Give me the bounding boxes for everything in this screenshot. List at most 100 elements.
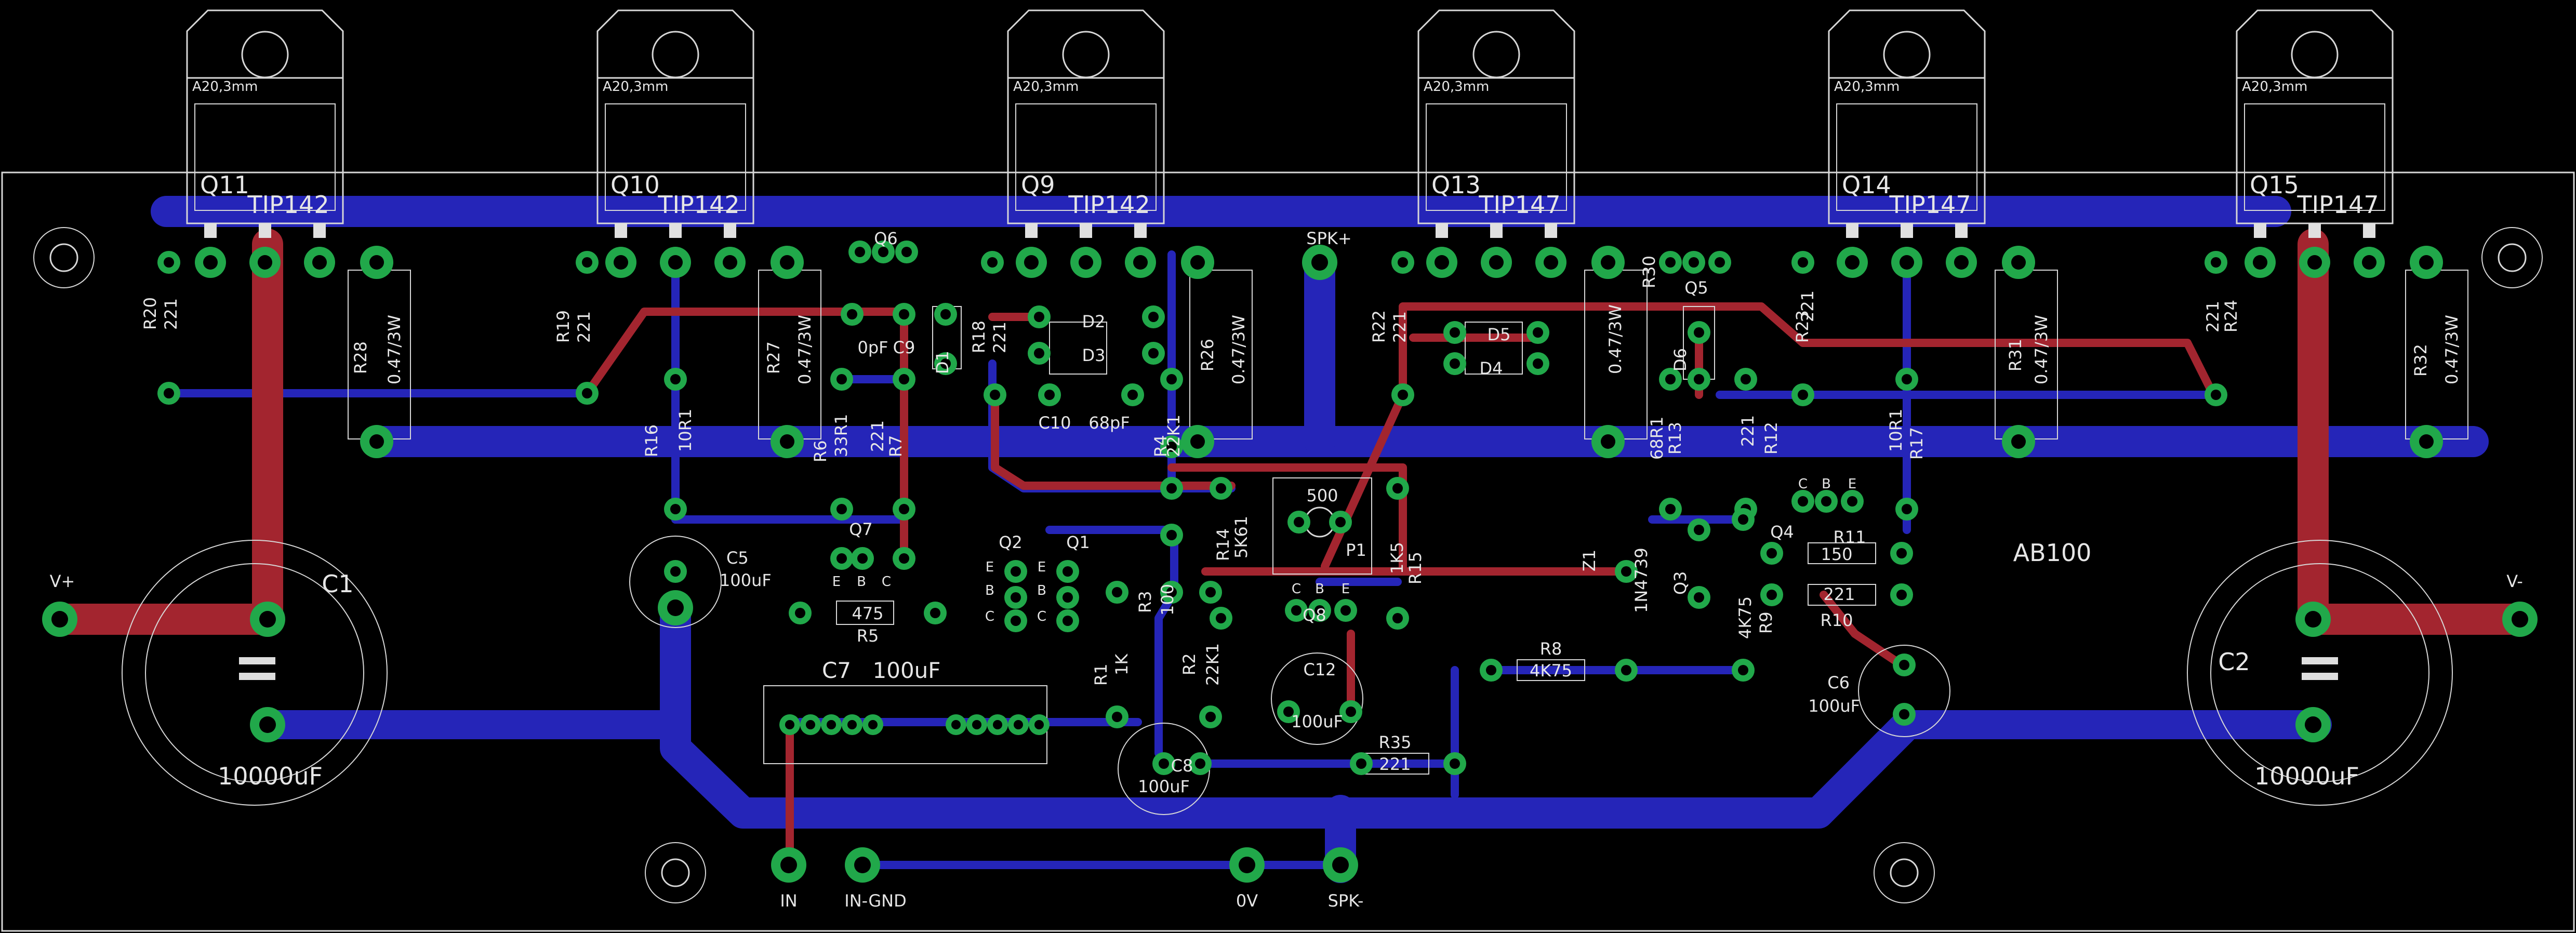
pad-small [830, 368, 853, 391]
q8-pin-b: B [1315, 581, 1324, 597]
pad-resistor [360, 425, 393, 458]
pad-transistor [2299, 247, 2330, 278]
pad-small [893, 303, 915, 326]
r26-ref: R26 [1198, 339, 1217, 371]
r32-value: 0.47/3W [2442, 315, 2462, 384]
pad-small [1004, 586, 1027, 609]
pad-small [1028, 342, 1051, 365]
pad-small [934, 352, 957, 375]
z1-value: 1N4739 [1631, 548, 1651, 613]
ref-label: Q11 [200, 171, 249, 199]
pad-small [157, 251, 180, 274]
q7-pin-e: E [832, 574, 841, 590]
pad-small [1106, 581, 1128, 604]
d6-ref: D6 [1670, 348, 1690, 371]
pad-small [2205, 251, 2227, 274]
pad-resistor [2410, 246, 2443, 279]
ref-label: Q14 [1842, 171, 1891, 199]
ref-label: Q10 [610, 171, 660, 199]
label-vplus: V+ [50, 571, 75, 591]
q7-ref: Q7 [849, 519, 873, 539]
r2-ref: R2 [1179, 653, 1199, 675]
package-label: A20,3mm [1424, 79, 1489, 95]
pad-transistor [304, 247, 335, 278]
pad-small [1682, 251, 1705, 274]
pad-small [1142, 305, 1165, 328]
pad-transistor [660, 247, 691, 278]
c10-ref: C10 [1038, 413, 1071, 433]
q6-ref: Q6 [874, 229, 898, 248]
pad-small [1386, 607, 1409, 630]
q5-ref: Q5 [1684, 278, 1708, 298]
pad-small [1308, 599, 1331, 622]
pad-transistor [195, 247, 226, 278]
pad-transistor [1481, 247, 1512, 278]
c12-ref: C12 [1303, 660, 1336, 679]
r19-value: 221 [574, 311, 594, 343]
pad-small [1004, 560, 1027, 583]
pad-small [1815, 490, 1838, 513]
r22-ref: R22 [1369, 310, 1389, 343]
r11-value: 150 [1821, 544, 1852, 564]
pad-small [1732, 659, 1755, 682]
pad-small [1210, 477, 1232, 500]
pad-small [1526, 352, 1549, 375]
pad-transistor [1535, 247, 1566, 278]
r7-value: 221 [868, 420, 887, 452]
pad-small [1760, 583, 1783, 606]
q1-pin-c: C [1037, 609, 1046, 624]
pad-large [42, 602, 77, 637]
c7-value: 100uF [873, 658, 941, 683]
pad-large [2502, 602, 2538, 637]
c5-value: 100uF [720, 570, 772, 590]
pad-small [1160, 368, 1183, 391]
pad-large [771, 847, 806, 883]
q4-pin-c: C [1798, 476, 1808, 492]
pad-small [1391, 383, 1414, 406]
pad-small [1028, 305, 1051, 328]
pad-large [1323, 847, 1358, 883]
pad-small [1350, 752, 1373, 775]
pad-small [664, 368, 687, 391]
pad-transistor [1125, 247, 1156, 278]
pad-transistor [1016, 247, 1047, 278]
pad-small [1199, 581, 1222, 604]
pad-small [1708, 251, 1731, 274]
r12-ref: R12 [1761, 422, 1781, 455]
r13-ref: R13 [1665, 422, 1685, 455]
q8-ref: Q8 [1303, 605, 1326, 625]
ref-label: Q13 [1431, 171, 1481, 199]
r14-ref: R14 [1213, 528, 1233, 561]
pad-small [1287, 511, 1310, 534]
pad-resistor [771, 425, 804, 458]
pad-c7 [821, 714, 842, 735]
pad-resistor [1181, 246, 1214, 279]
pad-transistor [249, 247, 281, 278]
ref-label: Q15 [2250, 171, 2299, 199]
r3-ref: R3 [1135, 591, 1155, 613]
pad-small [576, 382, 599, 405]
c8-ref: C8 [1171, 756, 1193, 776]
pad-small [924, 602, 947, 624]
pad-large [1302, 245, 1337, 280]
r23-ref: R23 [1792, 310, 1812, 343]
r8-ref: R8 [1540, 639, 1562, 659]
pad-small [1152, 752, 1175, 775]
pad-small [1791, 490, 1814, 513]
type-label: TIP147 [2296, 191, 2379, 219]
pad-small [664, 560, 687, 583]
r12-value: 221 [1738, 415, 1758, 447]
pad-c7 [1029, 714, 1050, 735]
pad-small [830, 498, 853, 521]
pad-small [1160, 477, 1183, 500]
pad-small [1443, 752, 1466, 775]
pad-large [658, 590, 693, 625]
q2-ref: Q2 [999, 532, 1023, 552]
pad-small [2205, 383, 2227, 406]
pad-transistor [2354, 247, 2385, 278]
pad-transistor [1426, 247, 1457, 278]
c8-value: 100uF [1138, 777, 1190, 796]
pad-small [1760, 542, 1783, 565]
